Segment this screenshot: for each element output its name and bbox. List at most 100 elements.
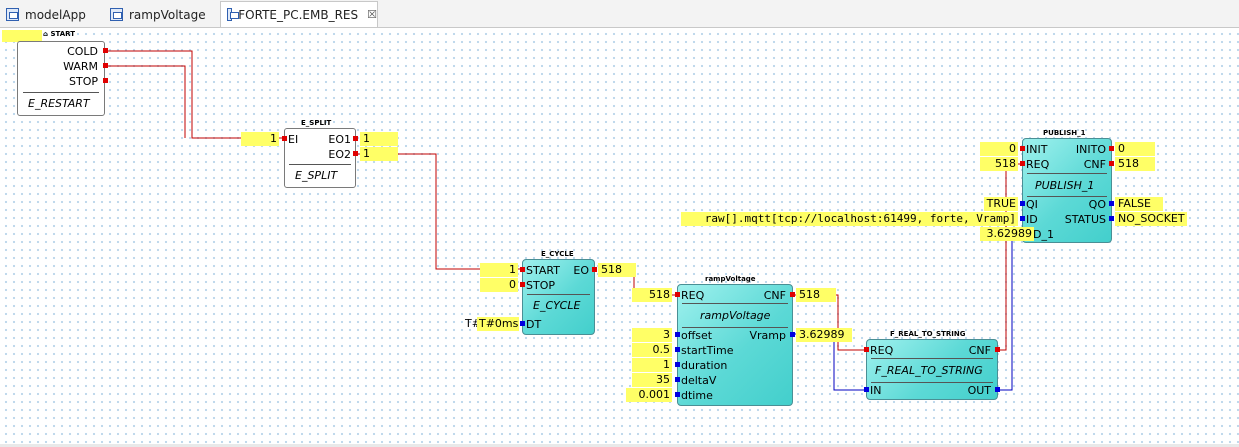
connector-id[interactable] [1020,216,1025,221]
eo-value[interactable]: 518 [598,263,636,277]
connector-qi[interactable] [1020,201,1025,206]
connector-publish-cnf[interactable] [1109,161,1114,166]
sd1-value[interactable]: 3.62989 [980,227,1034,241]
dt-value[interactable]: T#0ms [477,317,519,331]
pin-eo[interactable]: EO [573,264,589,277]
eo2-value[interactable]: 1 [360,147,398,161]
pin-convert-req[interactable]: REQ [870,344,894,357]
start-instance-name[interactable]: ⌂ START [43,30,75,38]
publish-req-value[interactable]: 518 [980,157,1018,171]
ramp-req-value[interactable]: 518 [632,288,672,302]
pin-qo[interactable]: QO [1088,198,1106,211]
pin-deltav[interactable]: deltaV [681,374,717,387]
status-value[interactable]: NO_SOCKET [1115,212,1187,226]
connector-init[interactable] [1020,146,1025,151]
connector-deltav[interactable] [675,377,680,382]
pin-qi[interactable]: QI [1026,198,1038,211]
pin-start[interactable]: START [526,264,560,277]
qi-value[interactable]: TRUE [984,197,1018,211]
pin-dtime[interactable]: dtime [681,389,713,402]
connector-starttime[interactable] [675,347,680,352]
ramp-cnf-value[interactable]: 518 [796,288,836,302]
pin-out[interactable]: OUT [967,384,991,397]
tab-rampvoltage[interactable]: rampVoltage [104,2,220,27]
pin-req[interactable]: REQ [681,289,705,302]
vramp-value[interactable]: 3.62989 [796,328,852,342]
ei-value[interactable]: 1 [241,132,279,146]
connector-cold[interactable] [103,48,108,53]
pin-status[interactable]: STATUS [1064,213,1106,226]
connector-vramp[interactable] [790,332,795,337]
fb-e-split[interactable]: EI EO1 EO2 E_SPLIT [284,128,356,188]
ramp-instance-name[interactable]: rampVoltage [705,275,756,283]
pin-dt[interactable]: DT [526,318,542,331]
pin-ei[interactable]: EI [288,133,299,146]
pin-stop[interactable]: STOP [69,75,98,88]
fb-e-cycle[interactable]: START STOP EO E_CYCLE DT [522,259,595,335]
connector-stop[interactable] [103,78,108,83]
convert-instance-name[interactable]: F_REAL_TO_STRING [890,330,966,338]
connector-start[interactable] [520,267,525,272]
connector-offset[interactable] [675,332,680,337]
pin-stop[interactable]: STOP [526,279,555,292]
init-value[interactable]: 0 [980,142,1018,156]
connector-eo1[interactable] [353,136,358,141]
connector-eo2[interactable] [353,151,358,156]
connector-req[interactable] [675,292,680,297]
connector-in[interactable] [864,387,869,392]
pin-eo1[interactable]: EO1 [328,133,351,146]
fb-f-real-to-string[interactable]: REQ CNF F_REAL_TO_STRING IN OUT [866,339,998,400]
connector-convert-cnf[interactable] [995,347,1000,352]
pin-in[interactable]: IN [870,384,882,397]
connector-status[interactable] [1109,216,1114,221]
connector-duration[interactable] [675,362,680,367]
fb-start[interactable]: COLD WARM STOP E_RESTART [17,41,105,116]
pin-init[interactable]: INIT [1026,143,1048,156]
fb-publish-1[interactable]: INIT REQ INITO CNF PUBLISH_1 QI ID SD_1 … [1022,138,1112,243]
pin-vramp[interactable]: Vramp [749,329,787,342]
pin-duration[interactable]: duration [681,359,728,372]
connector-dt[interactable] [520,321,525,326]
connector-eo[interactable] [592,267,597,272]
pin-publish-cnf[interactable]: CNF [1083,158,1106,171]
connector-warm[interactable] [103,63,108,68]
split-instance-name[interactable]: E_SPLIT [301,119,332,127]
fb-rampvoltage[interactable]: REQ CNF rampVoltage offset startTime dur… [677,284,793,406]
close-icon[interactable]: ☒ [367,8,377,21]
dtime-value[interactable]: 0.001 [626,388,672,402]
connector-out[interactable] [995,387,1000,392]
connector-publish-req[interactable] [1020,161,1025,166]
starttime-value[interactable]: 0.5 [632,343,672,357]
publish-instance-name[interactable]: PUBLISH_1 [1043,129,1086,137]
pin-id[interactable]: ID [1026,213,1038,226]
duration-value[interactable]: 1 [632,358,672,372]
tab-modelapp[interactable]: modelApp [0,2,104,27]
deltav-value[interactable]: 35 [632,373,672,387]
pin-convert-cnf[interactable]: CNF [968,344,991,357]
start-value[interactable]: 1 [480,263,518,277]
pin-eo2[interactable]: EO2 [328,148,351,161]
offset-value[interactable]: 3 [632,328,672,342]
stop-value[interactable]: 0 [480,278,518,292]
pin-starttime[interactable]: startTime [681,344,734,357]
id-value[interactable]: raw[].mqtt[tcp://localhost:61499, forte,… [681,212,1018,226]
cycle-instance-name[interactable]: E_CYCLE [541,250,574,258]
connector-inito[interactable] [1109,146,1114,151]
pin-cnf[interactable]: CNF [763,289,786,302]
qo-value[interactable]: FALSE [1115,197,1163,211]
inito-value[interactable]: 0 [1115,142,1155,156]
pin-warm[interactable]: WARM [63,60,98,73]
pin-publish-req[interactable]: REQ [1026,158,1050,171]
connector-convert-req[interactable] [864,347,869,352]
pin-offset[interactable]: offset [681,329,713,342]
connector-ei[interactable] [282,136,287,141]
tab-forte-pc-emb-res[interactable]: FORTE_PC.EMB_RES ☒ [220,1,378,27]
connector-cycle-stop[interactable] [520,282,525,287]
eo1-value[interactable]: 1 [360,132,398,146]
publish-cnf-value[interactable]: 518 [1115,157,1155,171]
pin-cold[interactable]: COLD [67,45,98,58]
connector-cnf[interactable] [790,292,795,297]
connector-qo[interactable] [1109,201,1114,206]
pin-inito[interactable]: INITO [1075,143,1106,156]
connector-dtime[interactable] [675,392,680,397]
